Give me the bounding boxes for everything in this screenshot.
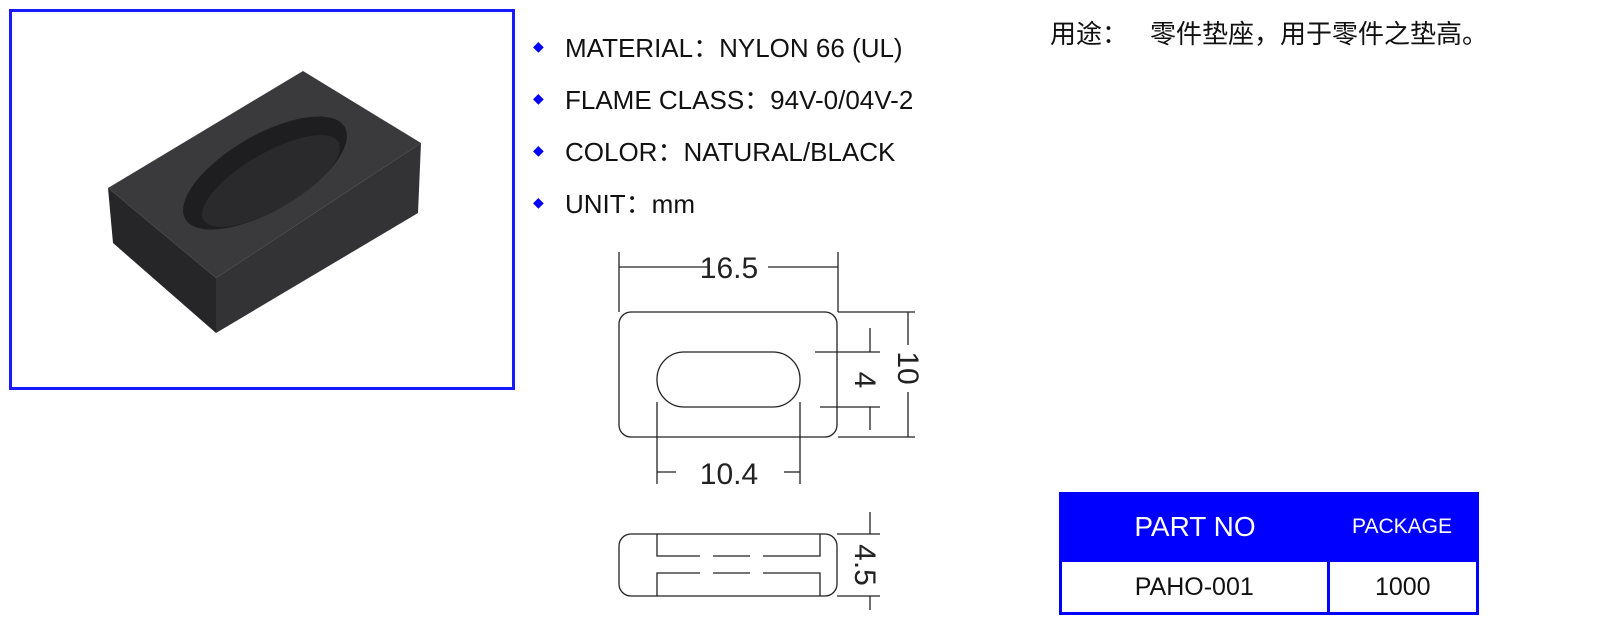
spec-text: COLOR：NATURAL/BLACK — [565, 136, 896, 167]
spec-material: ◆ MATERIAL：NYLON 66 (UL) — [533, 20, 913, 72]
header-package: PACKAGE — [1328, 493, 1478, 561]
product-photo — [9, 9, 515, 390]
bullet-diamond-icon: ◆ — [533, 37, 544, 54]
dim-height: 4.5 — [848, 544, 881, 586]
spacer-block-image — [108, 71, 421, 333]
dim-slot-width: 4 — [848, 372, 881, 389]
dim-width: 10 — [891, 351, 924, 384]
spec-list: ◆ MATERIAL：NYLON 66 (UL) ◆ FLAME CLASS：94V… — [533, 20, 913, 228]
spec-color: ◆ COLOR：NATURAL/BLACK — [533, 124, 913, 176]
usage-note: 用途： 零件垫座，用于零件之垫高。 — [1050, 14, 1488, 51]
package-cell: 1000 — [1326, 559, 1479, 615]
part-no-cell: PAHO-001 — [1059, 559, 1330, 615]
bullet-diamond-icon: ◆ — [533, 89, 544, 106]
side-view — [618, 512, 880, 610]
spec-text: MATERIAL：NYLON 66 (UL) — [565, 32, 903, 63]
usage-label: 用途： — [1050, 20, 1129, 50]
dim-slot-length: 10.4 — [700, 458, 758, 491]
dim-length: 16.5 — [700, 252, 758, 285]
spec-flame-class: ◆ FLAME CLASS：94V-0/04V-2 — [533, 72, 913, 124]
bullet-diamond-icon: ◆ — [533, 141, 544, 158]
header-part-no: PART NO — [1060, 493, 1328, 561]
spec-unit: ◆ UNIT：mm — [533, 176, 913, 228]
spec-text: UNIT：mm — [565, 188, 695, 219]
bullet-diamond-icon: ◆ — [533, 193, 544, 210]
spec-text: FLAME CLASS：94V-0/04V-2 — [565, 84, 914, 115]
usage-text: 零件垫座，用于零件之垫高。 — [1150, 20, 1489, 50]
top-view — [618, 252, 915, 484]
